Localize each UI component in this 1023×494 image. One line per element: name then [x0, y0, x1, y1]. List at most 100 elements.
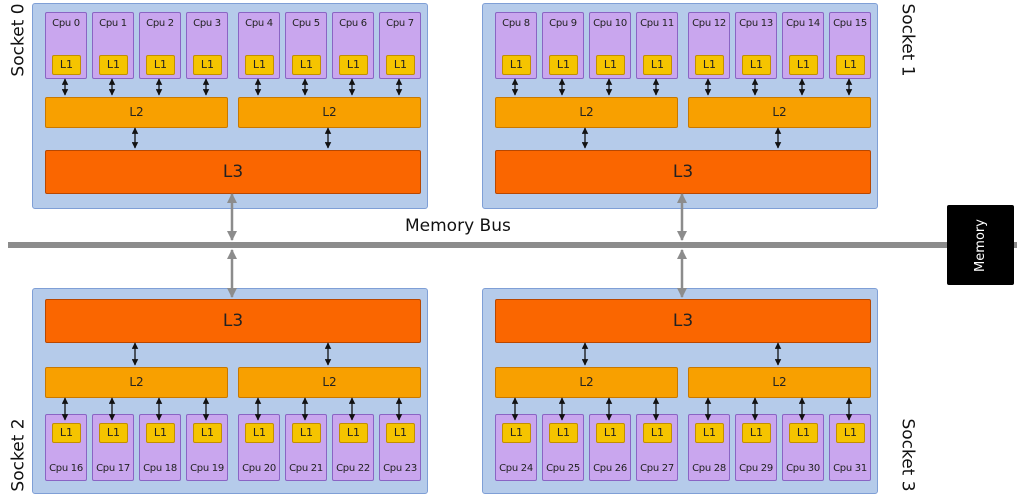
cpu-label: Cpu 15: [833, 18, 867, 29]
cpu-label: Cpu 29: [739, 463, 773, 474]
cpu-20: Cpu 20 L1: [238, 414, 280, 481]
cpu-label: Cpu 11: [640, 18, 674, 29]
l1-cache: L1: [502, 423, 531, 443]
cpu-label: Cpu 31: [833, 463, 867, 474]
l1-cache: L1: [99, 55, 128, 75]
l1-cache: L1: [292, 55, 321, 75]
cpu-label: Cpu 22: [336, 463, 370, 474]
cpu-label: Cpu 21: [289, 463, 323, 474]
cpu-9: Cpu 9 L1: [542, 12, 584, 79]
cpu-label: Cpu 28: [692, 463, 726, 474]
cpu-label: Cpu 23: [383, 463, 417, 474]
l1-cache: L1: [193, 55, 222, 75]
l1-cache: L1: [146, 55, 175, 75]
l1-cache: L1: [549, 55, 578, 75]
l3-cache: L3: [495, 299, 871, 343]
l1-cache: L1: [339, 55, 368, 75]
cpu-4: Cpu 4 L1: [238, 12, 280, 79]
cpu-11: Cpu 11 L1: [636, 12, 678, 79]
memory-label: Memory: [973, 218, 988, 272]
l2-cache: L2: [495, 367, 678, 398]
l1-cache: L1: [386, 55, 415, 75]
l1-cache: L1: [99, 423, 128, 443]
cpu-label: Cpu 0: [52, 18, 80, 29]
cpu-label: Cpu 6: [339, 18, 367, 29]
cpu-label: Cpu 16: [49, 463, 83, 474]
cpu-label: Cpu 12: [692, 18, 726, 29]
cpu-25: Cpu 25 L1: [542, 414, 584, 481]
l2-cache: L2: [238, 97, 421, 128]
l1-cache: L1: [836, 55, 865, 75]
cpu-10: Cpu 10 L1: [589, 12, 631, 79]
memory-bus-label: Memory Bus: [405, 216, 511, 236]
l2-cache: L2: [238, 367, 421, 398]
cpu-label: Cpu 9: [549, 18, 577, 29]
l1-cache: L1: [52, 55, 81, 75]
cpu-21: Cpu 21 L1: [285, 414, 327, 481]
cpu-label: Cpu 3: [193, 18, 221, 29]
cpu-label: Cpu 14: [786, 18, 820, 29]
l1-cache: L1: [549, 423, 578, 443]
l1-cache: L1: [386, 423, 415, 443]
l2-cache: L2: [688, 367, 871, 398]
cpu-label: Cpu 2: [146, 18, 174, 29]
cpu-23: Cpu 23 L1: [379, 414, 421, 481]
cpu-17: Cpu 17 L1: [92, 414, 134, 481]
l1-cache: L1: [643, 55, 672, 75]
cpu-22: Cpu 22 L1: [332, 414, 374, 481]
l1-cache: L1: [52, 423, 81, 443]
cpu-label: Cpu 25: [546, 463, 580, 474]
memory-block: Memory: [947, 205, 1014, 285]
cpu-27: Cpu 27 L1: [636, 414, 678, 481]
cpu-label: Cpu 18: [143, 463, 177, 474]
l1-cache: L1: [789, 423, 818, 443]
cpu-30: Cpu 30 L1: [782, 414, 824, 481]
cpu-13: Cpu 13 L1: [735, 12, 777, 79]
cpu-label: Cpu 10: [593, 18, 627, 29]
l2-cache: L2: [45, 97, 228, 128]
cpu-label: Cpu 5: [292, 18, 320, 29]
cpu-label: Cpu 26: [593, 463, 627, 474]
l1-cache: L1: [339, 423, 368, 443]
l1-cache: L1: [596, 55, 625, 75]
l1-cache: L1: [502, 55, 531, 75]
cpu-label: Cpu 20: [242, 463, 276, 474]
l1-cache: L1: [695, 55, 724, 75]
l1-cache: L1: [643, 423, 672, 443]
l1-cache: L1: [596, 423, 625, 443]
cpu-3: Cpu 3 L1: [186, 12, 228, 79]
cpu-29: Cpu 29 L1: [735, 414, 777, 481]
cpu-label: Cpu 8: [502, 18, 530, 29]
l1-cache: L1: [742, 55, 771, 75]
cpu-6: Cpu 6 L1: [332, 12, 374, 79]
l3-cache: L3: [45, 299, 421, 343]
cpu-label: Cpu 17: [96, 463, 130, 474]
cpu-2: Cpu 2 L1: [139, 12, 181, 79]
l1-cache: L1: [742, 423, 771, 443]
cpu-12: Cpu 12 L1: [688, 12, 730, 79]
cpu-label: Cpu 27: [640, 463, 674, 474]
l1-cache: L1: [292, 423, 321, 443]
cpu-8: Cpu 8 L1: [495, 12, 537, 79]
l1-cache: L1: [146, 423, 175, 443]
cpu-label: Cpu 4: [245, 18, 273, 29]
l1-cache: L1: [245, 55, 274, 75]
cpu-15: Cpu 15 L1: [829, 12, 871, 79]
cpu-label: Cpu 19: [190, 463, 224, 474]
cpu-label: Cpu 30: [786, 463, 820, 474]
cpu-0: Cpu 0 L1: [45, 12, 87, 79]
l3-cache: L3: [45, 150, 421, 194]
l1-cache: L1: [193, 423, 222, 443]
cpu-label: Cpu 13: [739, 18, 773, 29]
l1-cache: L1: [245, 423, 274, 443]
